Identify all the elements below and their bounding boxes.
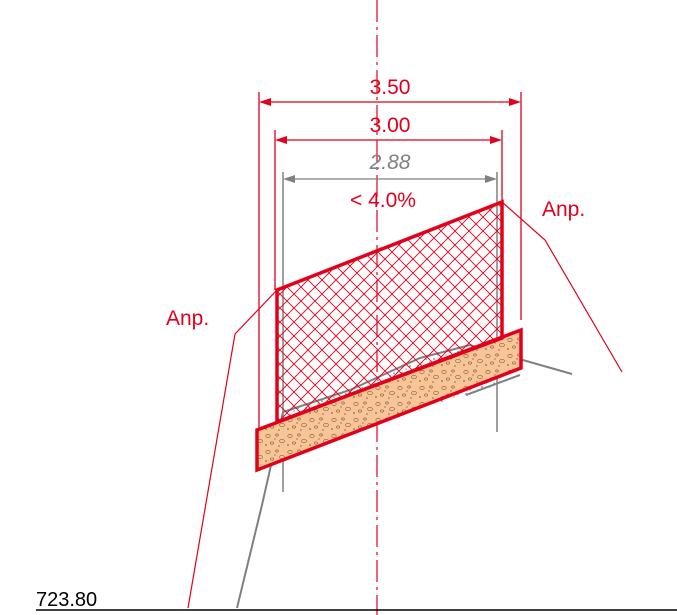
fill-slope-right: [501, 201, 623, 373]
dim-arrow-outer-right: [509, 98, 521, 106]
slope-label: < 4.0%: [350, 189, 416, 212]
dim-outer-width-label: 3.50: [370, 76, 411, 99]
dim-existing-width-label: 2.88: [369, 151, 411, 174]
dim-arrow-outer-left: [259, 98, 271, 106]
fill-slope-left: [187, 289, 278, 609]
dim-arrow-existing-right: [485, 175, 497, 183]
left-fill-label: Anp.: [166, 307, 209, 330]
existing-ground-lower: [465, 374, 521, 396]
dim-inner-width-label: 3.00: [370, 114, 411, 137]
dim-arrow-inner-right: [490, 136, 502, 144]
dim-arrow-existing-left: [283, 175, 295, 183]
crosshatched-body: [275, 199, 504, 425]
elevation-label: 723.80: [36, 589, 97, 611]
dim-arrow-inner-left: [275, 136, 287, 144]
right-fill-label: Anp.: [542, 198, 585, 221]
